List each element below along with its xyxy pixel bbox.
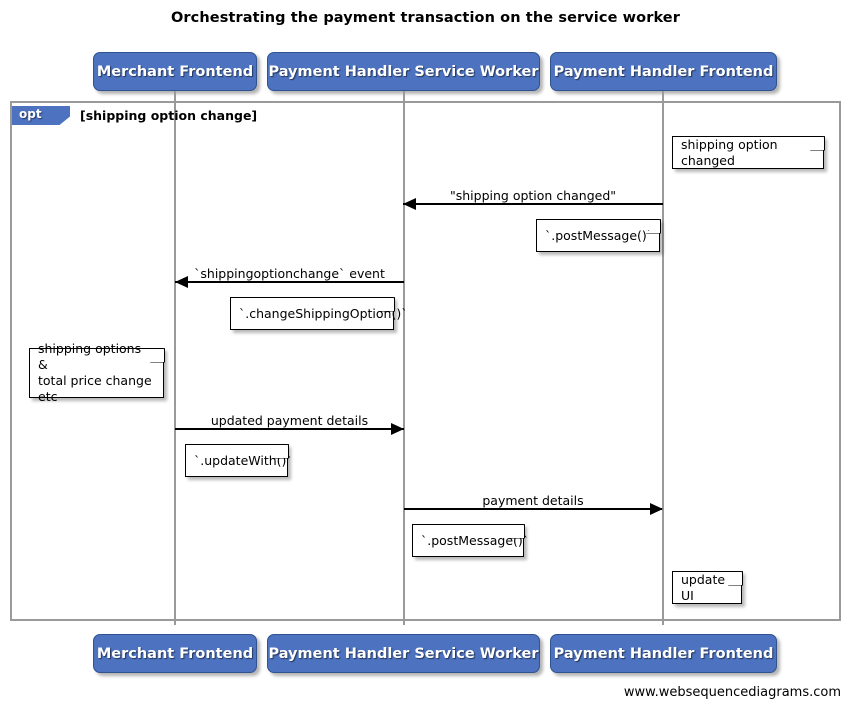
note-text: `.changeShippingOption()`: [239, 305, 408, 321]
note-update-ui: update UI: [672, 571, 742, 604]
arrow-head-right-payment-details: [650, 503, 663, 515]
page-title: Orchestrating the payment transaction on…: [171, 10, 680, 26]
note-text: shipping options & total price change et…: [38, 341, 152, 404]
note-text: `.updateWith()`: [194, 452, 293, 468]
message-line-payment-details: [404, 508, 662, 510]
note-text: update UI: [681, 571, 726, 603]
lifeline-payment-handler-frontend: [662, 91, 664, 625]
note-text: shipping option changed: [681, 136, 778, 168]
actor-box-merchant-frontend-bottom[interactable]: Merchant Frontend: [93, 634, 257, 673]
actor-box-payment-handler-service-worker-top[interactable]: Payment Handler Service Worker: [267, 52, 540, 91]
note-text: `.postMessage()`: [545, 227, 654, 243]
actor-box-payment-handler-frontend-top[interactable]: Payment Handler Frontend: [550, 52, 777, 91]
note-change-shipping-option: `.changeShippingOption()`: [230, 297, 407, 330]
lifeline-merchant-frontend: [174, 91, 176, 625]
message-label-payment-details: payment details: [482, 493, 584, 508]
message-label-shipping-option-changed: "shipping option changed": [449, 188, 616, 203]
note-post-message-2: `.postMessage()`: [412, 524, 529, 557]
fragment-frame-opt: [10, 101, 841, 621]
note-post-message-1: `.postMessage()`: [536, 219, 660, 252]
actor-box-merchant-frontend-top[interactable]: Merchant Frontend: [93, 52, 257, 91]
actor-box-payment-handler-service-worker-bottom[interactable]: Payment Handler Service Worker: [267, 634, 540, 673]
actor-box-payment-handler-frontend-bottom[interactable]: Payment Handler Frontend: [550, 634, 777, 673]
arrow-head-left-shipping-option-changed: [403, 198, 416, 210]
message-label-shippingoptionchange-event: `shippingoptionchange` event: [194, 266, 385, 281]
lifeline-payment-handler-service-worker: [403, 91, 405, 625]
arrow-head-right-updated-payment-details: [391, 423, 404, 435]
note-text: `.postMessage()`: [421, 532, 530, 548]
fragment-condition-opt: [shipping option change]: [80, 108, 258, 123]
message-line-updated-payment-details: [175, 428, 404, 430]
message-line-shipping-option-changed: [403, 203, 663, 205]
note-update-with: `.updateWith()`: [185, 444, 293, 477]
fragment-label-opt: opt: [12, 106, 70, 125]
note-shipping-options-total-price: shipping options & total price change et…: [29, 341, 164, 404]
arrow-head-left-shippingoptionchange-event: [175, 276, 188, 288]
footer-watermark: www.websequencediagrams.com: [623, 685, 841, 700]
message-line-shippingoptionchange-event: [175, 281, 404, 283]
note-shipping-option-changed: shipping option changed: [672, 136, 824, 169]
message-label-updated-payment-details: updated payment details: [210, 413, 369, 428]
